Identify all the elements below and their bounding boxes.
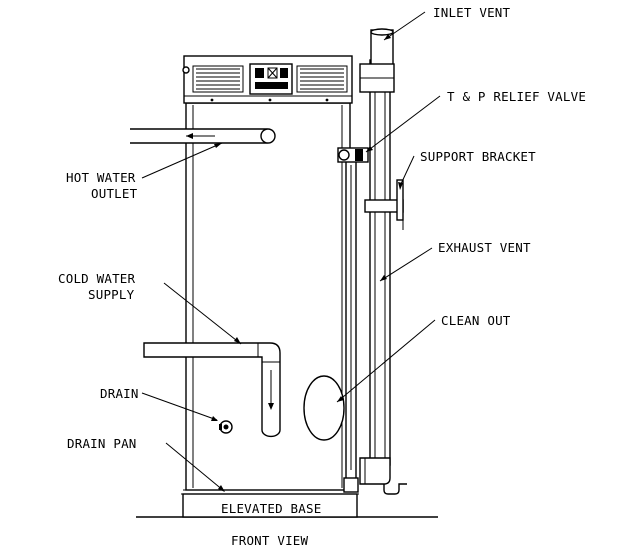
label-front-view: FRONT VIEW	[231, 533, 309, 548]
label-inlet-vent: INLET VENT	[433, 5, 511, 20]
label-exhaust-vent: EXHAUST VENT	[438, 240, 531, 255]
label-cold-water-line1: COLD WATER	[58, 271, 136, 286]
exhaust-vent-pipe	[359, 59, 407, 495]
label-support-bracket: SUPPORT BRACKET	[420, 149, 536, 164]
label-hot-water-line1: HOT WATER	[66, 170, 136, 185]
label-cold-water-line2: SUPPLY	[88, 287, 135, 302]
control-display	[249, 63, 293, 95]
leader-lines	[141, 11, 441, 492]
right-louver-vent	[296, 65, 348, 93]
label-elevated-base: ELEVATED BASE	[221, 501, 321, 516]
label-drain-pan: DRAIN PAN	[67, 436, 137, 451]
inlet-vent-pipe	[359, 28, 395, 93]
drain-valve	[219, 420, 233, 434]
label-drain: DRAIN	[100, 386, 139, 401]
support-bracket	[364, 179, 404, 230]
cold-water-supply-pipe	[143, 342, 281, 438]
label-tp-relief-valve: T & P RELIEF VALVE	[447, 89, 586, 104]
clean-out	[303, 375, 345, 441]
label-clean-out: CLEAN OUT	[441, 313, 511, 328]
top-cabinet	[182, 55, 353, 104]
relief-discharge-pipe	[343, 149, 359, 493]
label-hot-water-line2: OUTLET	[91, 186, 138, 201]
tp-relief-valve	[337, 147, 369, 163]
hot-water-outlet-pipe	[130, 128, 276, 144]
left-louver-vent	[192, 65, 244, 93]
